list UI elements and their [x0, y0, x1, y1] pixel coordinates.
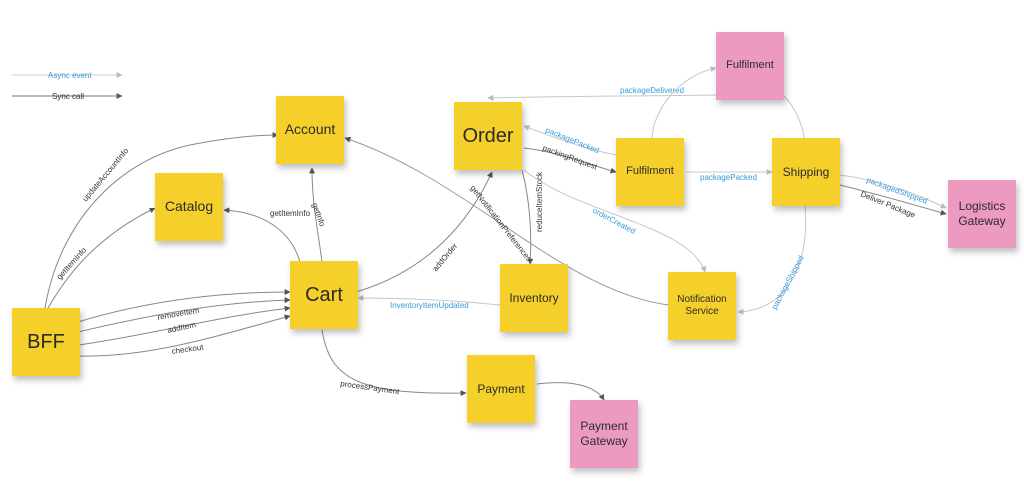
note-order[interactable]: Order: [454, 102, 522, 170]
edge-inventory-cart: [357, 295, 501, 306]
edge-label-add-order: addOrder: [431, 241, 460, 273]
note-fulfilment[interactable]: Fulfilment: [616, 138, 684, 206]
edge-bff-account: [44, 132, 279, 309]
edge-label-get-item-info-bff: getItemInfo: [55, 245, 89, 281]
edge-packagedelivered-order: [487, 94, 721, 101]
note-bff-label: BFF: [27, 330, 65, 353]
edge-label-checkout: checkout: [171, 343, 205, 356]
edge-label-package-delivered: packageDelivered: [620, 86, 684, 95]
edge-cart-account: [309, 167, 323, 263]
note-payment[interactable]: Payment: [467, 355, 535, 423]
note-payment-gateway[interactable]: Payment Gateway: [570, 400, 638, 468]
note-notification-service-label: Notification Service: [677, 293, 727, 318]
note-logistics-gateway-label: Logistics Gateway: [958, 199, 1006, 228]
edge-label-process-payment: processPayment: [340, 379, 401, 396]
note-catalog[interactable]: Catalog: [155, 173, 223, 241]
edge-order-inventory: [521, 169, 534, 265]
edge-bff-cart-4: [77, 314, 291, 357]
edge-label-get-notification-preferences: getNotificationPreferences: [468, 184, 533, 263]
edge-label-package-shipped-notification: packageShipped: [770, 254, 806, 311]
edge-shipping-logistics-sync: [839, 184, 947, 216]
edge-shipping-logistics-async: [839, 174, 947, 209]
edge-cart-payment: [321, 329, 467, 397]
edge-label-reduce-item-stock: reduceItemStock: [535, 171, 544, 232]
note-shipping-label: Shipping: [782, 164, 830, 179]
note-payment-label: Payment: [477, 381, 525, 396]
note-fulfilment-label: Fulfilment: [626, 165, 674, 178]
note-notification-service[interactable]: Notification Service: [668, 272, 736, 340]
note-account-label: Account: [284, 121, 336, 138]
note-bff[interactable]: BFF: [12, 308, 80, 376]
note-shipping[interactable]: Shipping: [772, 138, 840, 206]
note-account[interactable]: Account: [276, 96, 344, 164]
edge-cart-catalog: [223, 207, 301, 263]
edge-cart-order: [355, 171, 493, 293]
legend-sync-label: Sync call: [52, 92, 84, 101]
note-payment-gateway-label: Payment Gateway: [580, 419, 628, 448]
edge-label-add-item: addItem: [167, 320, 197, 335]
edge-label-package-packed-shipping: packagePacked: [700, 173, 757, 182]
edge-order-notification: [523, 169, 707, 273]
note-catalog-label: Catalog: [164, 198, 214, 215]
edge-payment-gateway: [536, 382, 605, 401]
edge-fulfilment-order-packed: [523, 125, 617, 156]
note-fulfilment-top-label: Fulfilment: [726, 59, 774, 72]
note-fulfilment-top[interactable]: Fulfilment: [716, 32, 784, 100]
note-cart-label: Cart: [305, 283, 343, 306]
edge-bff-cart-1: [77, 289, 291, 323]
note-logistics-gateway[interactable]: Logistics Gateway: [948, 180, 1016, 248]
edge-order-fulfilment-request: [523, 147, 617, 174]
edge-label-get-info: getInfo: [310, 202, 327, 229]
edge-bff-catalog: [47, 207, 156, 309]
edge-label-inventory-item-updated: InventoryItemUpdated: [390, 301, 469, 310]
edge-fulfilment-fulfilment-top: [651, 66, 717, 141]
note-inventory[interactable]: Inventory: [500, 264, 568, 332]
edge-shipping-notification: [737, 205, 807, 315]
edge-label-get-item-info-cart: getItemInfo: [270, 209, 311, 218]
note-order-label: Order: [462, 124, 514, 147]
edge-bff-cart-2: [77, 297, 291, 333]
note-cart[interactable]: Cart: [290, 261, 358, 329]
legend-async-label: Async event: [48, 71, 92, 80]
note-inventory-label: Inventory: [509, 290, 559, 305]
edge-bff-cart-3: [77, 305, 291, 346]
edge-notification-account: [344, 136, 669, 306]
edge-shipping-fulfilment-top: [783, 95, 806, 141]
